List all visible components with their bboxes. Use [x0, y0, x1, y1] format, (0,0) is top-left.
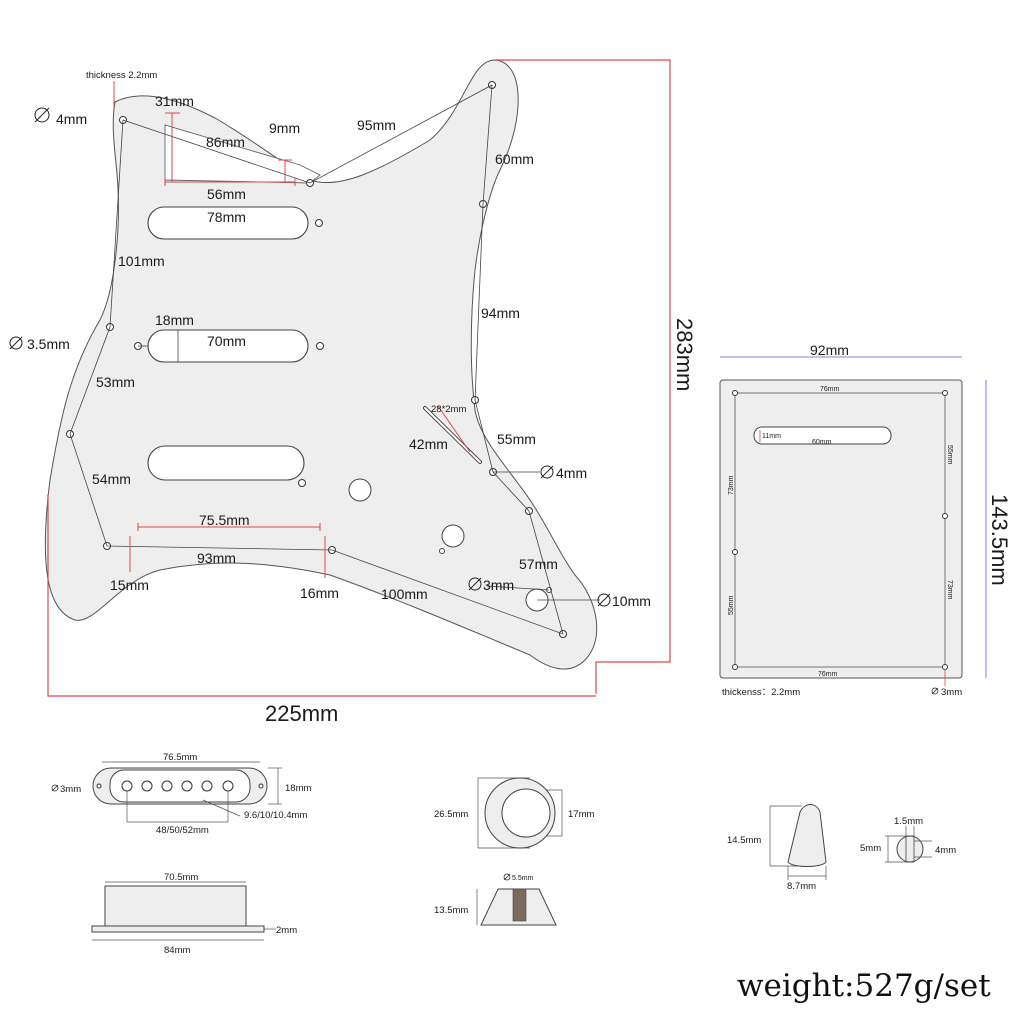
dim-57mm: 57mm — [519, 556, 558, 572]
knob-shaft-label: 5.5mm — [512, 875, 534, 882]
backplate-dim-73-left: 73mm — [728, 475, 735, 495]
pickup-hole-label: 3mm — [60, 784, 81, 795]
hole-3.5mm-label: 3.5mm — [27, 336, 70, 352]
pickguard-thickness-label: thickness 2.2mm — [86, 70, 157, 81]
knob-shaft-hatch — [512, 888, 527, 922]
dim-31mm: 31mm — [155, 93, 194, 109]
dim-53mm: 53mm — [96, 374, 135, 390]
backplate-screw-holes — [732, 390, 948, 670]
pickup-height-label: 18mm — [285, 783, 311, 794]
weight-label: weight:527g/set — [737, 968, 991, 1004]
backplate-height-label: 143.5mm — [987, 494, 1012, 586]
dim-9mm: 9mm — [269, 120, 300, 136]
pickup-slot-bridge — [147, 445, 305, 481]
backplate-dim-73-right: 73mm — [946, 580, 953, 600]
switch-tip-shape — [787, 804, 827, 867]
pickguard-dimension-lines — [69, 84, 600, 635]
backplate-dim-76-top: 76mm — [820, 386, 840, 393]
overall-dimension-lines — [47, 59, 671, 697]
switch-tip-right-label: 4mm — [935, 845, 956, 856]
backplate-slot — [753, 426, 892, 445]
knob-inner — [501, 788, 551, 838]
switch-tip-width-label: 8.7mm — [787, 881, 816, 892]
backplate-dim-55-right: 55mm — [946, 445, 953, 465]
neck-pocket — [164, 124, 321, 184]
knob-outer-label: 26.5mm — [434, 809, 468, 820]
backplate-dim-11: 11mm — [762, 433, 781, 440]
pickup-slot-neck — [147, 206, 309, 240]
dim-42mm: 42mm — [409, 436, 448, 452]
dim-55mm: 55mm — [497, 431, 536, 447]
knob-inner-label: 17mm — [568, 809, 594, 820]
pickup-side-view — [104, 885, 247, 927]
pot-hole-1 — [348, 478, 372, 502]
pickup-side-top-label: 70.5mm — [164, 872, 198, 883]
switch-tip-top-label: 1.5mm — [894, 816, 923, 827]
backplate-dim-60: 60mm — [812, 439, 832, 446]
hole-3mm-label: 3mm — [483, 577, 514, 593]
switch-tip-left-label: 5mm — [860, 843, 881, 854]
backplate-outline — [719, 379, 963, 679]
small-hole-a — [439, 548, 445, 554]
pickup-cover: 76.5mm 3mm 18mm 48/50/52mm 9.6/10/10.4mm — [51, 752, 311, 956]
overall-height-label: 283mm — [672, 318, 697, 391]
backplate-thickness-label: thickenss：2.2mm — [722, 687, 800, 698]
dim-100mm: 100mm — [381, 586, 428, 602]
dim-16mm: 16mm — [300, 585, 339, 601]
backplate-dim-76-bottom: 76mm — [818, 671, 838, 678]
dim-86mm: 86mm — [206, 134, 245, 150]
dim-18mm: 18mm — [155, 312, 194, 328]
dim-101mm: 101mm — [118, 253, 165, 269]
dim-54mm: 54mm — [92, 471, 131, 487]
dim-93mm: 93mm — [197, 550, 236, 566]
knob: 26.5mm 17mm 5.5mm 13.5mm — [434, 777, 594, 926]
dim-78mm: 78mm — [207, 209, 246, 225]
switch-tip: 14.5mm 8.7mm 1.5mm 5mm 4mm — [727, 804, 956, 892]
pickup-side-bottom-label: 84mm — [164, 945, 190, 956]
dim-75.5mm: 75.5mm — [199, 512, 250, 528]
dim-15mm: 15mm — [110, 577, 149, 593]
hole-4mm-label-right: 4mm — [556, 465, 587, 481]
pickup-side-flange — [91, 925, 265, 933]
knob-height-label: 13.5mm — [434, 905, 468, 916]
dim-60mm: 60mm — [495, 151, 534, 167]
dim-56mm: 56mm — [207, 186, 246, 202]
pole-holes — [121, 780, 234, 792]
pickup-length-label: 76.5mm — [163, 752, 197, 763]
dim-95mm: 95mm — [357, 117, 396, 133]
switch-tip-top-view — [896, 835, 924, 863]
backplate-dim-55-left: 55mm — [728, 595, 735, 615]
backplate-width-label: 92mm — [810, 342, 849, 358]
pickup-side-thick-label: 2mm — [276, 925, 297, 936]
pot-hole-2 — [441, 524, 465, 548]
pickguard-red-dimensions — [129, 112, 471, 578]
pole-diameter-label: 9.6/10/10.4mm — [244, 810, 307, 821]
switch-tip-height-label: 14.5mm — [727, 835, 761, 846]
pickguard: thickness 2.2mm 4mm 31mm 86mm 9mm 95mm 6… — [9, 59, 697, 726]
diameter-symbols — [9, 107, 611, 607]
backplate: 92mm 143.5mm 76mm 11mm 60mm 55mm 73mm 55… — [719, 342, 1012, 698]
backplate-hole-label: 3mm — [941, 687, 962, 698]
dim-94mm: 94mm — [481, 305, 520, 321]
overall-width-label: 225mm — [265, 701, 338, 726]
hole-10mm-label: 10mm — [612, 593, 651, 609]
switch-slot-label: 28*2mm — [431, 404, 466, 415]
hole-4mm-label-top: 4mm — [56, 111, 87, 127]
dim-70mm: 70mm — [207, 333, 246, 349]
pole-spacing-label: 48/50/52mm — [156, 825, 209, 836]
pickup-cover-body — [109, 769, 251, 803]
backplate-inner-rect — [734, 392, 946, 668]
